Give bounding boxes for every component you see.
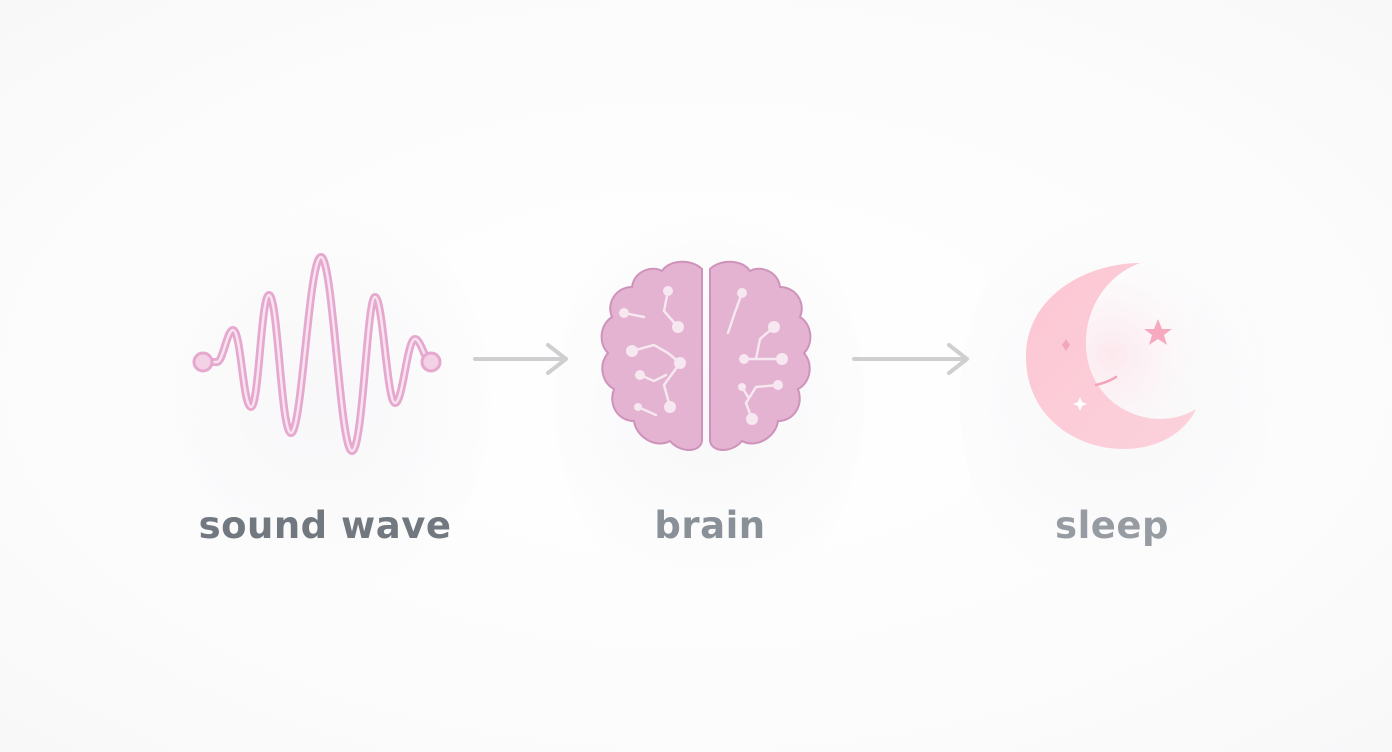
brain-icon <box>600 260 812 451</box>
star-icon <box>1144 319 1172 345</box>
step-label-sleep: sleep <box>1055 504 1169 547</box>
step-label-sound-wave: sound wave <box>198 504 452 547</box>
crescent-moon-icon <box>1000 243 1224 467</box>
sound-wave-icon <box>192 253 442 455</box>
step-label-brain: brain <box>654 504 766 547</box>
arrow-right-icon <box>473 343 568 375</box>
arrow-right-icon <box>852 343 969 375</box>
